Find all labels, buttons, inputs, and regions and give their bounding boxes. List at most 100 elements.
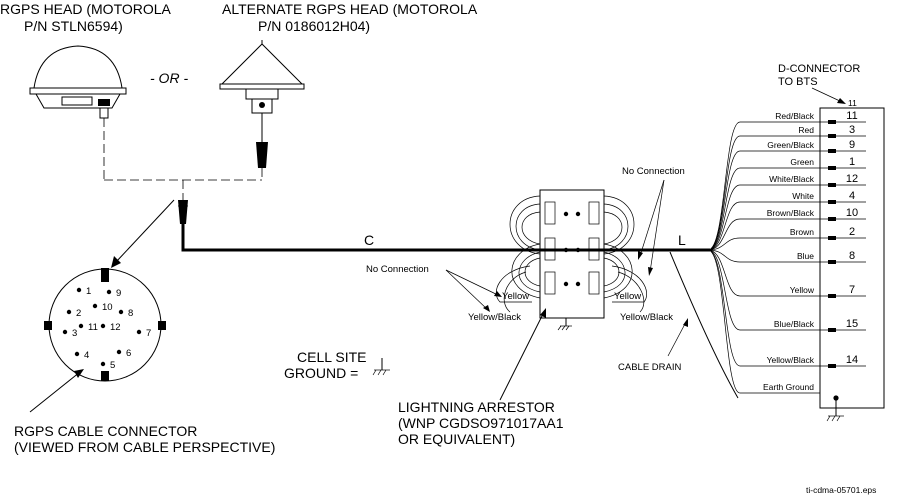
dconnector-pin-number: 2 — [849, 226, 855, 238]
connector-pin-label: 2 — [76, 308, 81, 319]
primary-head-label-line2: P/N STLN6594) — [24, 18, 123, 34]
lightning-arrestor — [509, 189, 635, 331]
dconnector-title-line2: TO BTS — [778, 76, 818, 88]
dconnector-pin-number: 3 — [849, 124, 855, 136]
cable-segment-c-label: C — [364, 232, 374, 248]
wire-color-label: Brown/Black — [767, 208, 815, 218]
connector-pin-label: 6 — [126, 348, 131, 359]
arrestor-yellow-black-right: Yellow/Black — [620, 312, 673, 323]
connector-pin-dot — [106, 289, 112, 295]
dconnector-title-arrow — [811, 87, 846, 104]
fan-wire — [707, 201, 820, 251]
connector-label-line1: RGPS CABLE CONNECTOR — [14, 423, 197, 439]
fan-wire — [707, 218, 820, 251]
connector-pin-dot — [92, 303, 98, 309]
dconnector-pin-number: 4 — [849, 190, 855, 202]
cable-drain-arrow — [667, 318, 688, 357]
no-connection-right-arrows — [638, 179, 665, 276]
connector-pin-dot — [66, 309, 72, 315]
arrestor-label-line1: LIGHTNING ARRESTOR — [398, 399, 555, 415]
connector-pin-dot — [78, 323, 84, 329]
arrestor-yellow-black-left: Yellow/Black — [468, 312, 521, 323]
alternate-head-label-line1: ALTERNATE RGPS HEAD (MOTOROLA — [222, 1, 478, 17]
no-connection-left-label: No Connection — [366, 264, 429, 275]
dconnector-pin-contact — [828, 217, 836, 221]
wire-color-label: Blue/Black — [774, 319, 815, 329]
connector-label-line2: (VIEWED FROM CABLE PERSPECTIVE) — [14, 439, 275, 455]
wire-color-label: White/Black — [769, 174, 815, 184]
cable-drain-wire — [669, 251, 739, 399]
wire-color-label: Red — [798, 125, 814, 135]
fan-wire — [707, 249, 820, 394]
fan-wire — [707, 249, 820, 367]
connector-pin-dot — [136, 329, 142, 335]
dconnector-pin-contact — [828, 260, 836, 264]
dconnector-pin-number: 14 — [846, 354, 858, 366]
dconnector-pin-contact — [828, 294, 836, 298]
connector-pin-dot — [76, 287, 82, 293]
file-name-label: ti-cdma-05701.eps — [806, 485, 876, 495]
connector-pin-dot — [100, 323, 106, 329]
dconnector-pin-number: 12 — [846, 173, 858, 185]
dconnector-pin-number: 10 — [846, 207, 858, 219]
arrestor-yellow-right: Yellow — [614, 291, 641, 302]
dconnector-pin-contact — [828, 134, 836, 138]
no-connection-right-label: No Connection — [622, 166, 685, 177]
arrestor-yellow-left: Yellow — [502, 291, 529, 302]
or-separator: - OR - — [150, 70, 188, 86]
connector-pin-label: 4 — [84, 350, 89, 361]
connector-pin-dot — [100, 361, 106, 367]
dconnector-pin-contact — [828, 120, 836, 124]
connector-pointer-arrow — [111, 199, 175, 268]
arrestor-label-line3: OR EQUIVALENT) — [398, 431, 515, 447]
cable-segment-l-label: L — [678, 232, 686, 248]
dconnector-pin-contact — [828, 183, 836, 187]
connector-pin-label: 5 — [110, 360, 115, 371]
dconnector-pin-number: 8 — [849, 250, 855, 262]
wire-color-label: Earth Ground — [763, 382, 814, 392]
earth-ground-symbol — [826, 395, 844, 422]
fan-wire — [707, 135, 820, 251]
dconnector-body — [819, 107, 885, 409]
antenna-feed-dashed-link — [104, 179, 262, 224]
wire-color-label: White — [792, 191, 814, 201]
wire-color-label: Green/Black — [767, 140, 815, 150]
arrestor-yellow-pigtails — [495, 265, 647, 313]
fan-wire — [707, 237, 820, 251]
wire-color-label: Blue — [797, 251, 814, 261]
dconnector-pin-contact — [828, 200, 836, 204]
dconnector-pin-contact — [828, 236, 836, 240]
dconnector-pin-contact — [828, 149, 836, 153]
connector-pin-dot — [118, 309, 124, 315]
connector-pin-dot — [116, 349, 122, 355]
cell-site-ground-line2: GROUND = — [284, 365, 358, 381]
dconnector-title-line1: D-CONNECTOR — [778, 63, 860, 75]
alternate-rgps-head-icon — [219, 40, 305, 180]
dconnector-pin-number: 11 — [846, 110, 857, 122]
connector-pin-label: 10 — [102, 302, 113, 313]
alternate-head-label-line2: P/N 0186012H04) — [258, 18, 370, 34]
main-cable — [181, 224, 710, 252]
cell-site-ground-symbol — [372, 358, 390, 376]
connector-pin-label: 11 — [88, 322, 98, 333]
dconnector-pin-number: 9 — [849, 139, 855, 151]
connector-pin-label: 9 — [116, 288, 121, 299]
connector-pin-label: 1 — [86, 286, 91, 297]
wire-color-label: Brown — [790, 227, 814, 237]
connector-pin-label: 8 — [128, 308, 133, 319]
dconnector-pin-number: 7 — [849, 284, 855, 296]
dconnector-top-pin: 11 — [848, 98, 857, 108]
dconnector-pin-number: 15 — [846, 318, 858, 330]
connector-pin-label: 12 — [110, 322, 121, 333]
connector-label-arrow — [29, 369, 84, 413]
cable-drain-label: CABLE DRAIN — [618, 362, 681, 373]
arrestor-label-line2: (WNP CGDSO971017AA1 — [398, 415, 564, 431]
fan-wire — [707, 184, 820, 251]
connector-pin-label: 7 — [146, 328, 151, 339]
wire-color-label: Yellow/Black — [767, 355, 815, 365]
connector-pin-dot — [74, 351, 80, 357]
primary-rgps-head-icon — [29, 45, 127, 180]
